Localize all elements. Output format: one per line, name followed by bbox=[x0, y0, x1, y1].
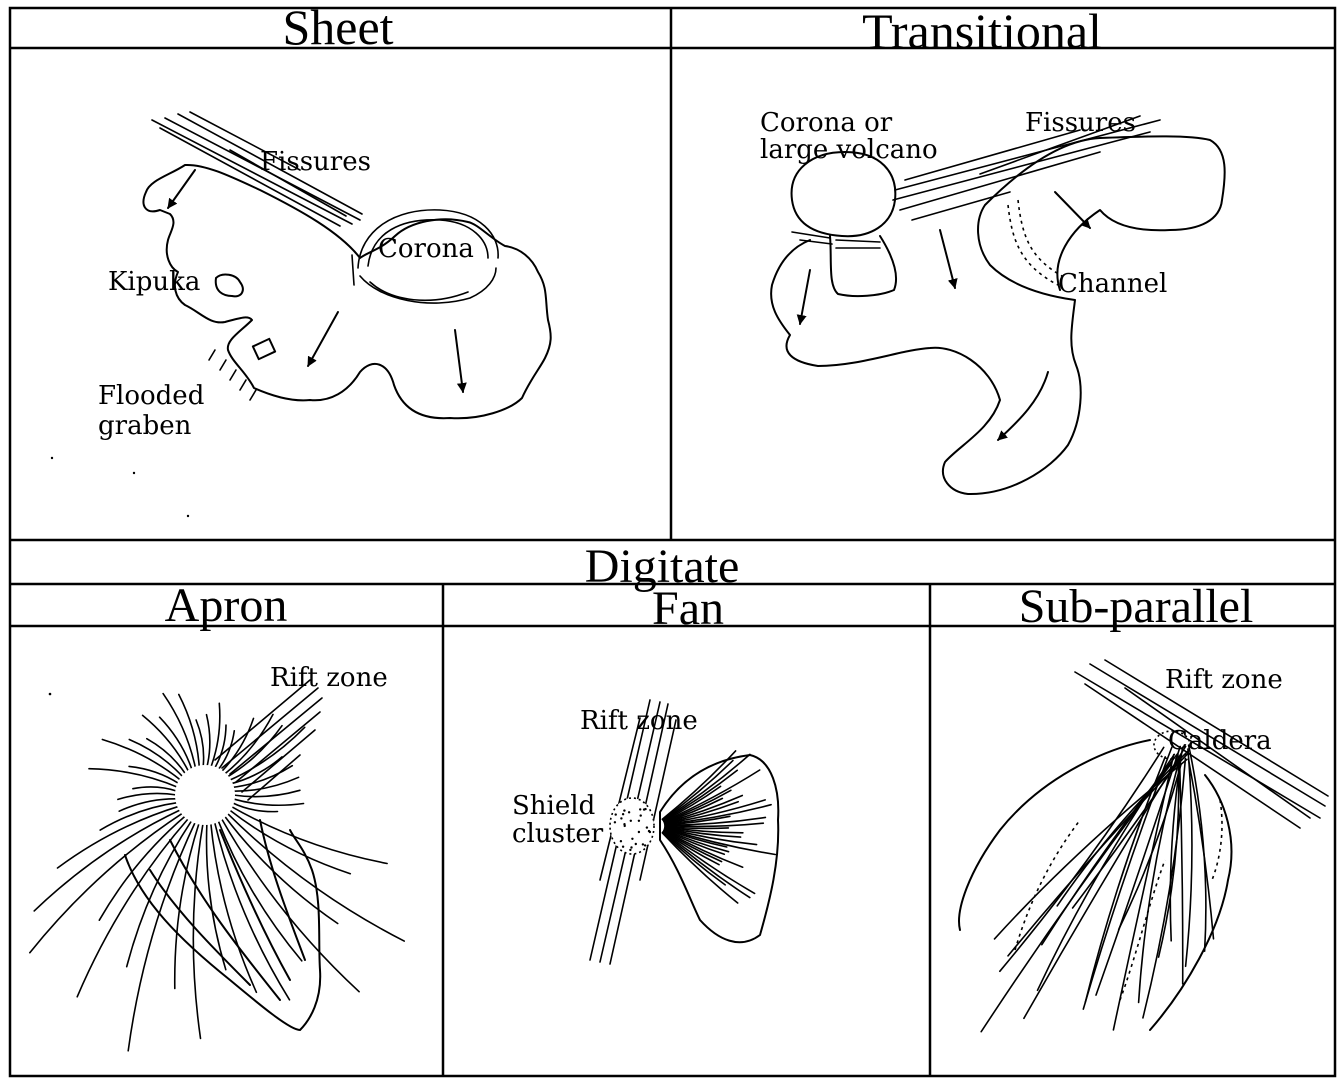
shield-dot bbox=[644, 808, 646, 810]
subparallel-flow bbox=[1186, 749, 1192, 966]
apron-finger bbox=[163, 694, 196, 769]
apron-finger bbox=[99, 816, 186, 921]
subparallel-flow bbox=[1000, 747, 1164, 971]
shield-dot bbox=[639, 808, 641, 810]
shield-dot bbox=[622, 846, 624, 848]
label-caldera: Caldera bbox=[1168, 726, 1272, 756]
label-cluster: cluster bbox=[512, 819, 604, 849]
shield-dot bbox=[630, 846, 632, 848]
apron-finger bbox=[89, 769, 178, 788]
flow-arrows bbox=[168, 170, 463, 392]
kipuka-shape bbox=[216, 275, 243, 297]
header-sub-parallel: Sub-parallel bbox=[1019, 580, 1254, 633]
subparallel-flow bbox=[1008, 753, 1188, 956]
apron-finger bbox=[233, 799, 304, 805]
label-large-volcano: large volcano bbox=[760, 135, 938, 165]
label-rift-zone: Rift zone bbox=[580, 706, 698, 736]
header-transitional: Transitional bbox=[862, 3, 1102, 59]
label-rift-zone: Rift zone bbox=[270, 663, 388, 693]
apron-finger bbox=[218, 820, 302, 961]
shield-dot bbox=[614, 821, 616, 823]
apron-finger bbox=[179, 695, 200, 768]
shield-dot bbox=[631, 838, 633, 840]
apron-finger bbox=[129, 766, 179, 783]
shield-dot bbox=[638, 831, 640, 833]
sheet-flow-outline bbox=[144, 165, 551, 418]
apron-finger bbox=[227, 813, 405, 941]
apron-finger bbox=[175, 822, 200, 988]
apron-panel: Rift zone bbox=[30, 663, 404, 1051]
transitional-panel: Corona or large volcano Fissures Channel bbox=[760, 108, 1225, 494]
header-apron: Apron bbox=[165, 579, 288, 632]
shield-dot bbox=[646, 826, 648, 828]
fan-panel: Rift zone Shield cluster bbox=[512, 700, 778, 964]
label-fissures: Fissures bbox=[1025, 108, 1136, 138]
shield-dot bbox=[615, 813, 617, 815]
shield-dot bbox=[635, 843, 637, 845]
apron-finger bbox=[34, 810, 181, 911]
shield-dot bbox=[620, 840, 622, 842]
label-flooded: Flooded bbox=[98, 381, 204, 411]
shield-dot bbox=[644, 844, 646, 846]
label-fissures: Fissures bbox=[260, 147, 371, 177]
label-kipuka: Kipuka bbox=[108, 267, 200, 297]
apron-fingers bbox=[30, 694, 404, 1051]
apron-vent bbox=[175, 765, 235, 825]
kipuka-small bbox=[253, 339, 275, 359]
shield-dot bbox=[640, 814, 642, 816]
shield-dot bbox=[623, 809, 625, 811]
label-channel: Channel bbox=[1058, 269, 1167, 299]
apron-finger bbox=[30, 813, 184, 953]
label-shield: Shield bbox=[512, 791, 595, 821]
apron-finger bbox=[196, 720, 204, 767]
apron-finger bbox=[231, 806, 387, 863]
subparallel-flow bbox=[1139, 755, 1181, 1002]
subparallel-panel: Rift zone Caldera bbox=[959, 660, 1328, 1032]
label-corona-or: Corona or bbox=[760, 108, 893, 138]
apron-finger bbox=[58, 806, 180, 868]
sheet-panel: Fissures Corona Kipuka Flooded graben bbox=[51, 112, 551, 517]
header-fan: Fan bbox=[652, 582, 724, 635]
shield-dot bbox=[623, 823, 625, 825]
shield-dot bbox=[629, 849, 631, 851]
shield-cluster bbox=[610, 798, 654, 854]
shield-dot bbox=[648, 830, 650, 832]
shield-dot bbox=[622, 813, 624, 815]
flow-arrows bbox=[800, 192, 1090, 440]
shield-dot bbox=[628, 811, 630, 813]
shield-dot bbox=[630, 820, 632, 822]
apron-finger bbox=[128, 821, 195, 1050]
apron-finger bbox=[207, 715, 210, 767]
subparallel-flow bbox=[1073, 760, 1179, 908]
label-corona: Corona bbox=[378, 234, 474, 264]
volcano-tail bbox=[830, 236, 896, 296]
apron-finger bbox=[133, 787, 177, 791]
channel-lines bbox=[1008, 200, 1062, 285]
apron-finger bbox=[229, 727, 305, 780]
subparallel-fingers bbox=[981, 745, 1213, 1031]
label-graben: graben bbox=[98, 411, 192, 441]
apron-finger bbox=[211, 822, 257, 992]
shield-dot bbox=[638, 820, 640, 822]
apron-finger bbox=[229, 810, 350, 874]
header-sheet: Sheet bbox=[282, 0, 393, 55]
fan-fingers bbox=[662, 751, 775, 903]
label-rift-zone: Rift zone bbox=[1165, 665, 1283, 695]
shield-dot bbox=[642, 843, 644, 845]
shield-dot bbox=[620, 817, 622, 819]
